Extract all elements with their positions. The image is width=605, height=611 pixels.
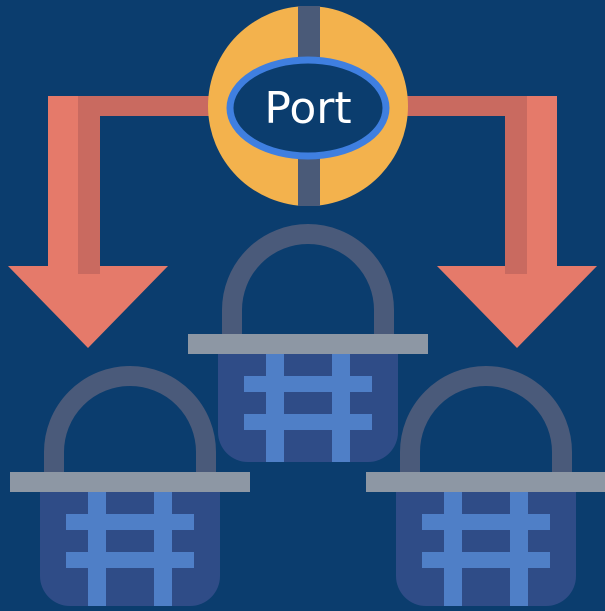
arrow-left-icon	[8, 96, 230, 348]
port-icon	[208, 6, 408, 206]
arrow-right-icon	[375, 96, 597, 348]
port-label: Port	[264, 82, 352, 134]
basket-icon	[10, 366, 250, 606]
basket-icon	[188, 224, 428, 462]
basket-icon	[366, 366, 605, 606]
